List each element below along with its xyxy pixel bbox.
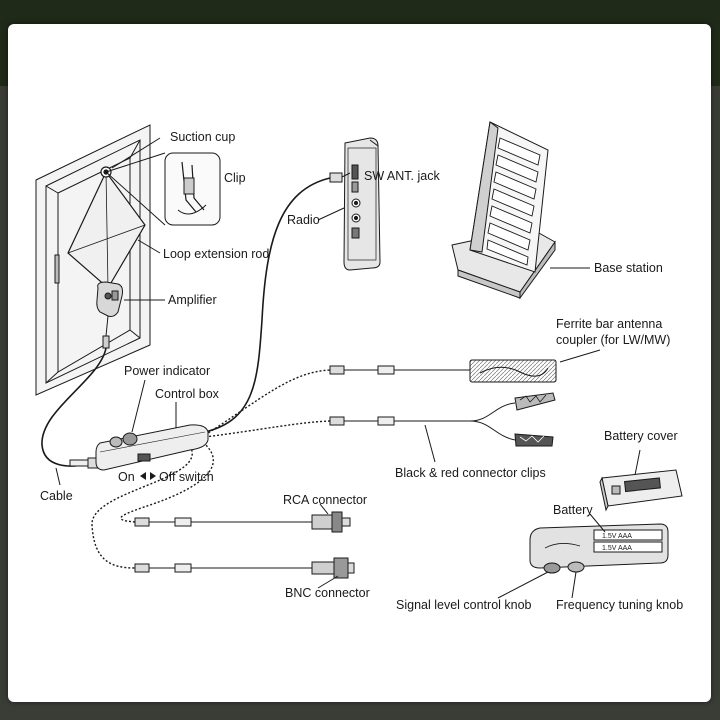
label-signal-knob: Signal level control knob (396, 598, 532, 612)
label-loop-extension-rod: Loop extension rod (163, 247, 269, 261)
arrow-right-icon (150, 472, 156, 480)
label-frequency-knob: Frequency tuning knob (556, 598, 683, 612)
label-power-indicator: Power indicator (124, 364, 210, 378)
antenna-kit-diagram: Suction cup Clip Loop extension rod Ampl… (35, 121, 683, 612)
label-on-off-switch: On Off switch (118, 470, 214, 484)
label-base-station: Base station (594, 261, 663, 275)
rca-connector (134, 511, 351, 533)
clip-callout (105, 152, 221, 226)
battery-cover (599, 469, 683, 512)
label-bnc-connector: BNC connector (285, 586, 370, 600)
label-ferrite-line1: Ferrite bar antenna (556, 317, 662, 331)
arrow-left-icon (140, 472, 146, 480)
amplifier (96, 281, 123, 349)
label-sw-ant-jack: SW ANT. jack (364, 169, 440, 183)
label-cell-1: 1.5V AAA (602, 533, 632, 540)
battery-unit (529, 523, 669, 574)
label-cable: Cable (40, 489, 73, 503)
base-station (451, 121, 556, 300)
leader-lines (55, 137, 641, 599)
label-off-switch: Off switch (159, 470, 214, 484)
label-connector-clips: Black & red connector clips (395, 466, 546, 480)
label-radio: Radio (287, 213, 320, 227)
label-control-box: Control box (155, 387, 220, 401)
label-battery-cover: Battery cover (604, 429, 678, 443)
connector-clips (329, 392, 556, 447)
label-on: On (118, 470, 135, 484)
bnc-connector (134, 557, 355, 579)
label-clip: Clip (224, 171, 246, 185)
cables (41, 177, 331, 569)
label-rca-connector: RCA connector (283, 493, 367, 507)
label-suction-cup: Suction cup (170, 130, 235, 144)
labels: Suction cup Clip Loop extension rod Ampl… (40, 130, 683, 612)
label-amplifier: Amplifier (168, 293, 217, 307)
control-box (95, 424, 209, 471)
diagram-panel: Suction cup Clip Loop extension rod Ampl… (8, 24, 711, 702)
label-cell-2: 1.5V AAA (602, 545, 632, 552)
ferrite-coupler (329, 359, 557, 383)
radio (343, 137, 381, 271)
label-battery: Battery (553, 503, 593, 517)
label-ferrite-line2: coupler (for LW/MW) (556, 333, 670, 347)
radio-plug (329, 172, 351, 183)
